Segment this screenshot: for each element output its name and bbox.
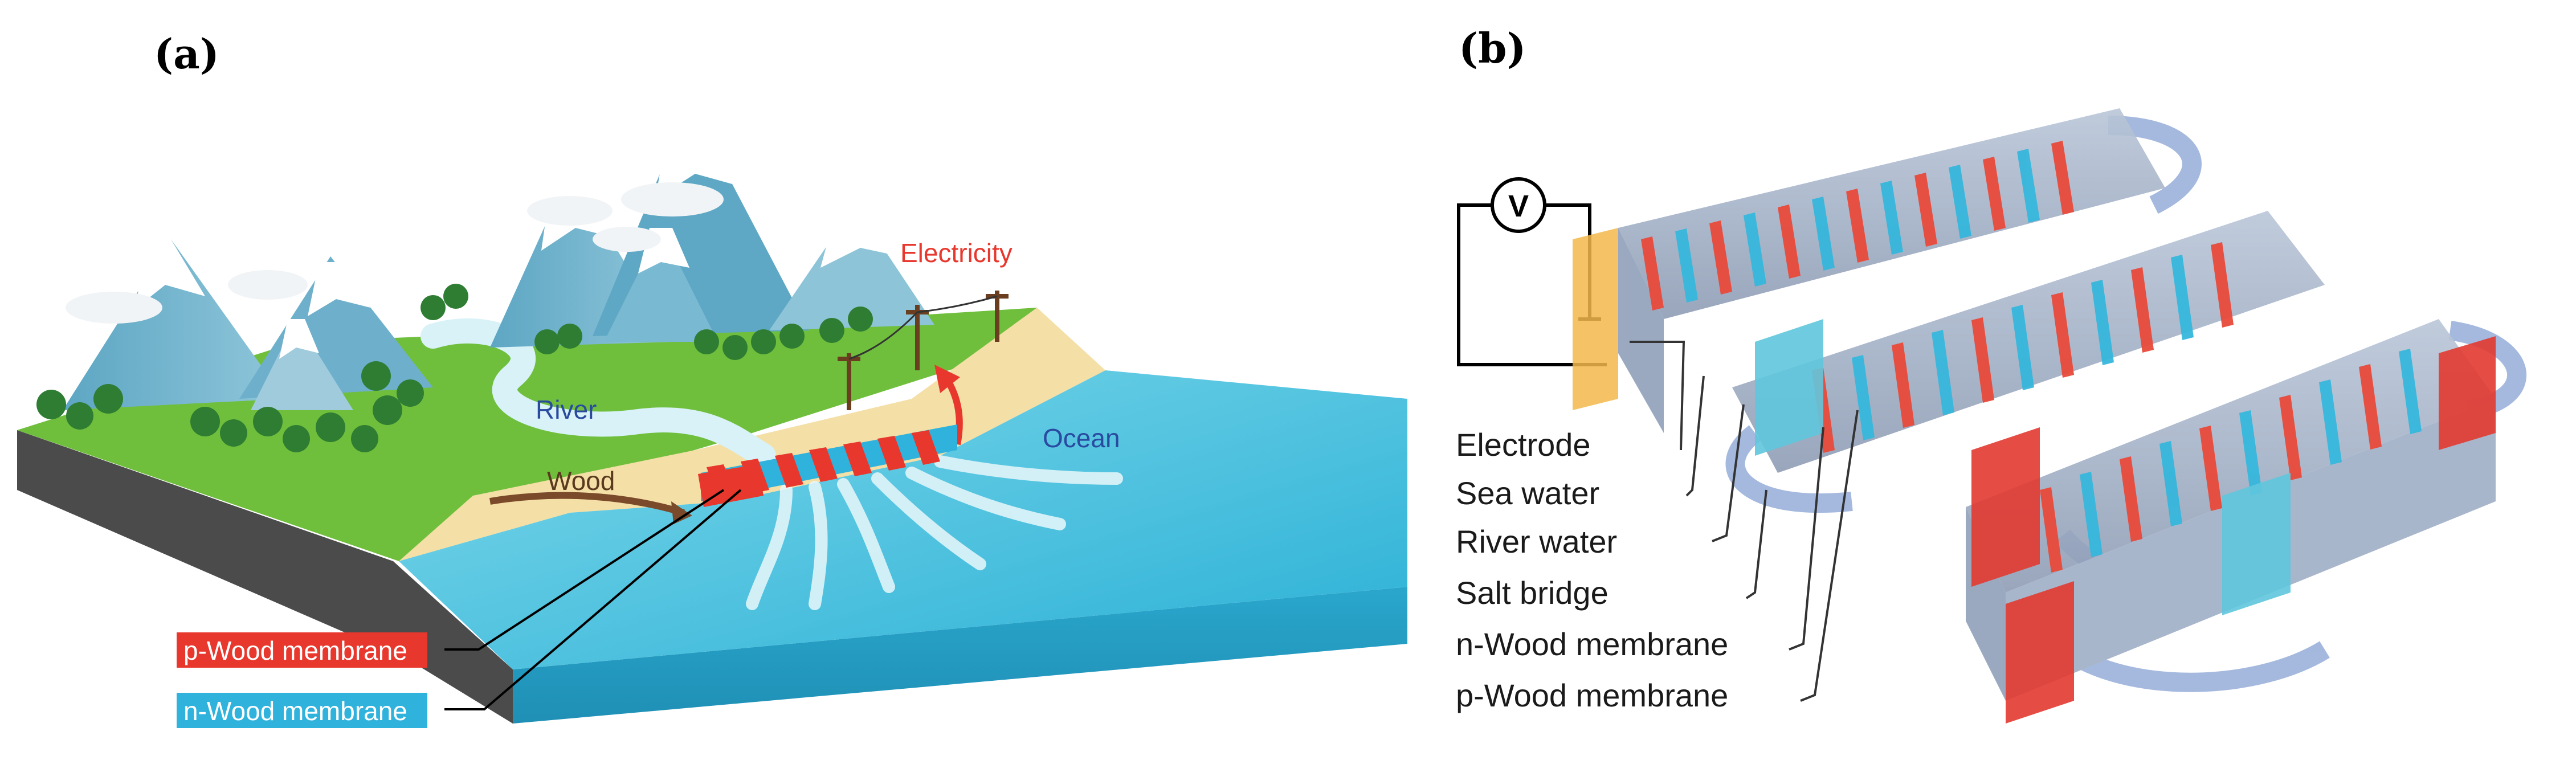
callout-n-wood-membrane: n-Wood membrane — [1456, 626, 1728, 662]
callout-sea-water: Sea water — [1456, 475, 1599, 511]
clouds — [66, 182, 724, 324]
voltmeter-label: V — [1508, 189, 1529, 223]
forest — [36, 284, 873, 452]
mountains — [63, 103, 934, 410]
electrode — [1573, 228, 1618, 410]
legend-leaders — [444, 489, 742, 710]
callout-salt-bridge: Salt bridge — [1456, 575, 1609, 611]
legend-n-wood-label: n-Wood membrane — [183, 696, 407, 726]
wood-label: Wood — [547, 466, 615, 496]
callout-electrode: Electrode — [1456, 427, 1591, 463]
electricity-arrowhead — [934, 365, 960, 393]
voltmeter-symbol — [1491, 177, 1546, 233]
wood-arrow — [489, 492, 685, 516]
legend-p-wood-label: p-Wood membrane — [183, 636, 407, 665]
electricity-label: Electricity — [900, 238, 1013, 268]
ocean-side-face — [513, 587, 1407, 724]
panel-a-label: (a) — [154, 30, 219, 78]
callout-labels: Electrode Sea water River water Salt bri… — [1456, 427, 1728, 713]
river-plume — [746, 455, 1123, 610]
panel-a: (a) — [17, 30, 1407, 728]
panel-b: (b) V — [1456, 24, 2527, 724]
cell-grid — [1618, 108, 2496, 724]
ocean-surface — [399, 370, 1407, 669]
callout-leaders — [1630, 341, 1859, 702]
panel-b-label: (b) — [1459, 24, 1526, 72]
power-poles — [838, 291, 1009, 410]
ocean-label: Ocean — [1043, 423, 1120, 453]
callout-p-wood-membrane: p-Wood membrane — [1456, 677, 1728, 713]
callout-river-water: River water — [1456, 524, 1617, 559]
river-label: River — [536, 395, 597, 424]
legend-p-wood-swatch — [177, 632, 427, 668]
wood-arrowhead — [671, 501, 692, 524]
legend-n-wood-swatch — [177, 693, 427, 728]
